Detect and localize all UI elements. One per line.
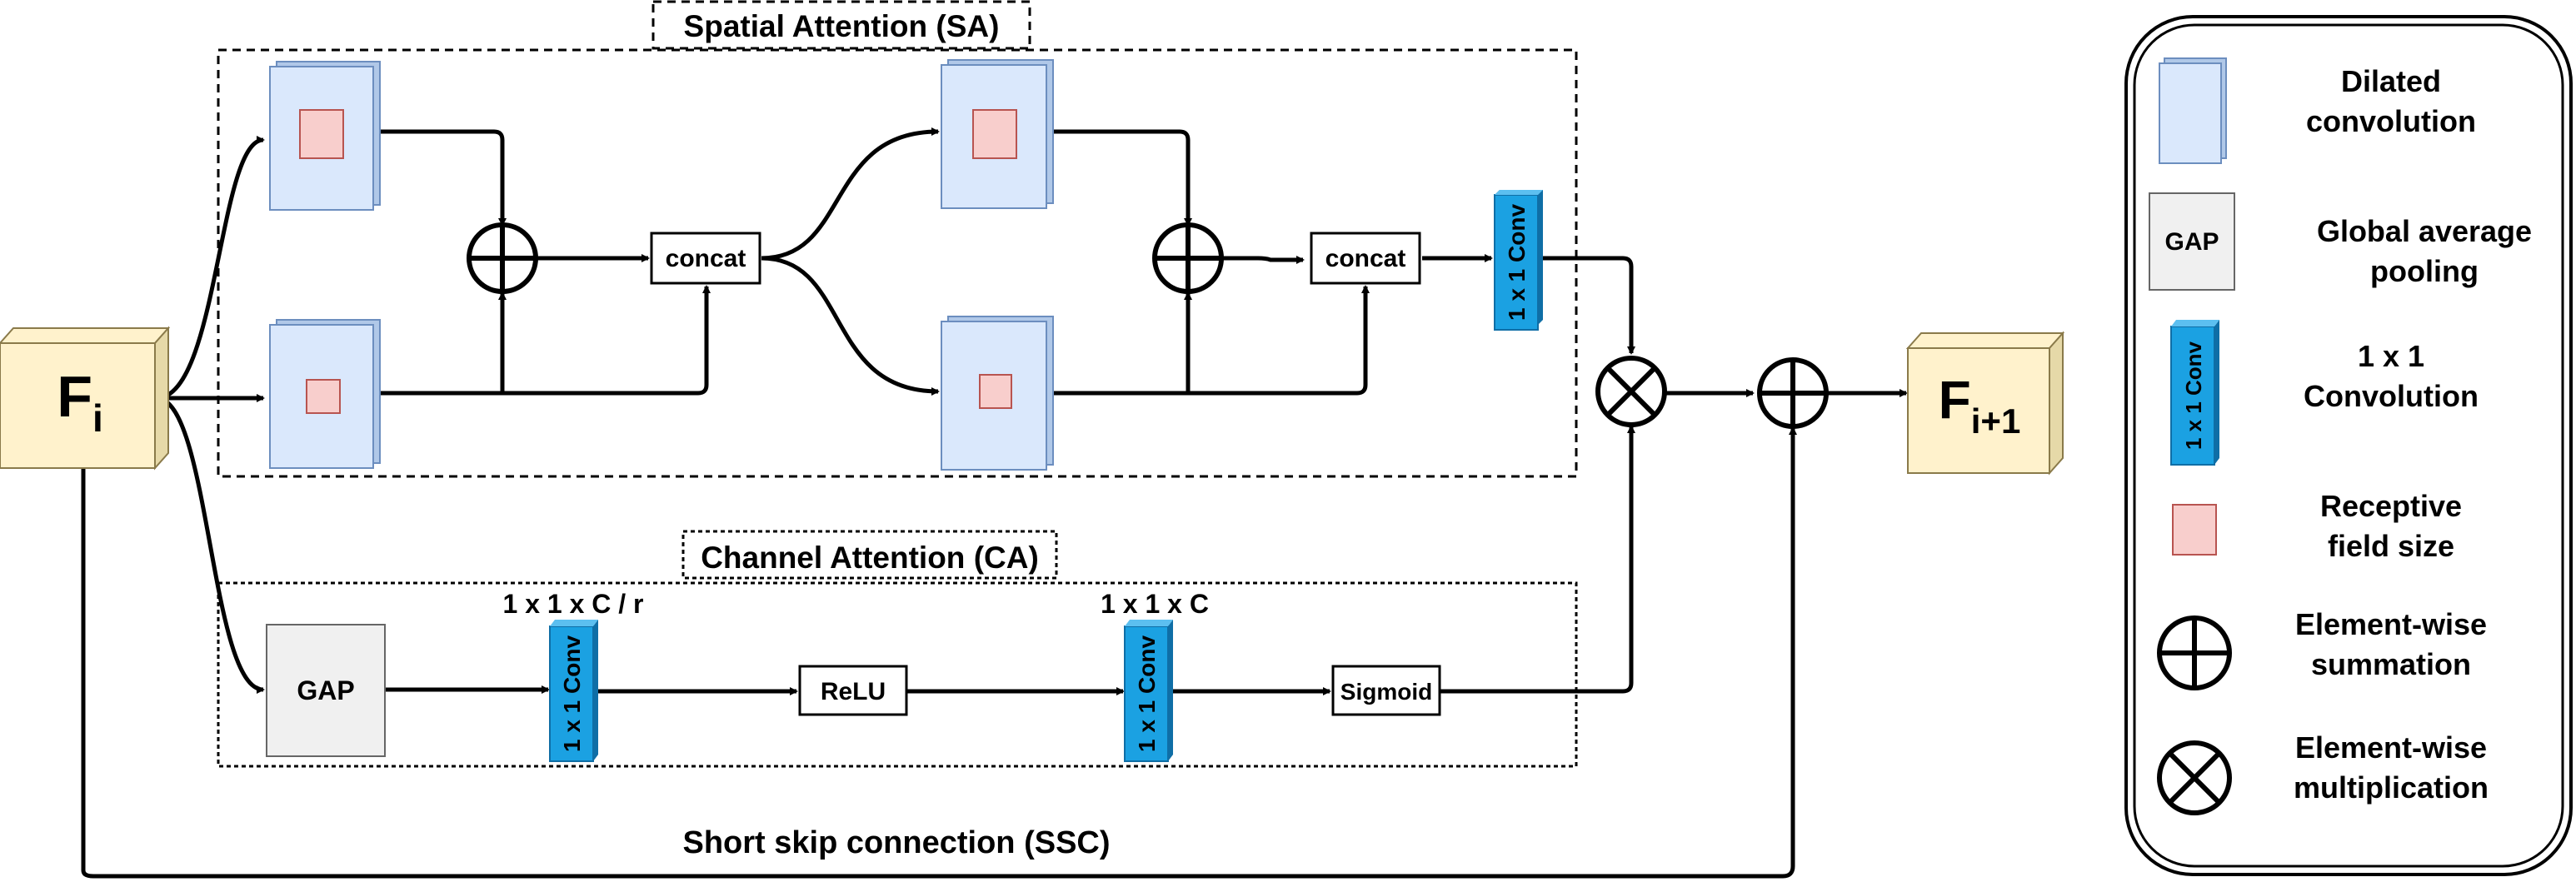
edge-skip-connection	[81, 426, 1797, 879]
spatial-attention-title: Spatial Attention (SA)	[684, 9, 1000, 43]
relu-box: ReLU	[798, 665, 908, 716]
output-feature-subscript: i+1	[1971, 401, 2021, 441]
channel-attention-group: Channel Attention (CA)	[217, 530, 1578, 768]
spatial-attention-group: Spatial Attention (SA)	[217, 0, 1578, 478]
legend-receptive-line1: Receptive	[2320, 489, 2462, 523]
ca-conv-2-dims: 1 x 1 x C	[1101, 589, 1209, 619]
edge-dilated-1-to-sum-1	[380, 129, 507, 227]
legend-dilated-line1: Dilated	[2341, 64, 2441, 98]
ca-conv-2-label: 1 x 1 Conv	[1134, 635, 1160, 752]
edge-dilated-3-to-sum-2	[1053, 129, 1192, 227]
output-feature-label: F	[1939, 370, 1971, 430]
svg-text:Fi: Fi	[57, 364, 103, 440]
concat-label-1: concat	[666, 245, 746, 272]
gap-icon: GAP	[2149, 192, 2235, 291]
legend-dilated-line2: convolution	[2306, 104, 2476, 138]
dilated-convolution-1	[269, 61, 381, 211]
edge-dilated-2-to-sum-1	[380, 292, 507, 396]
edge-sum-2-to-concat-2	[1223, 256, 1305, 264]
dilated-convolution-4	[941, 316, 1054, 471]
ca-conv-1-label: 1 x 1 Conv	[559, 635, 585, 752]
receptive-field-icon	[2172, 504, 2217, 556]
legend-item-dilated: Dilated convolution	[2159, 57, 2476, 164]
sigmoid-label: Sigmoid	[1340, 679, 1432, 705]
legend-gap-icon-text: GAP	[2164, 228, 2219, 256]
sigmoid-box: Sigmoid	[1331, 665, 1441, 716]
edge-sa-conv-to-multiply	[1543, 256, 1635, 355]
receptive-field-small	[979, 374, 1012, 409]
edge-sigmoid-to-multiply	[1440, 425, 1635, 694]
edge-concat-1-to-dilated-3	[761, 127, 940, 261]
gap-box: GAP	[266, 624, 386, 757]
input-feature-block: Fi	[0, 326, 171, 471]
channel-attention-title: Channel Attention (CA)	[701, 541, 1039, 575]
legend: Dilated convolution GAP Global average p…	[2124, 15, 2573, 876]
ca-conv-1x1-first: 1 x 1 Conv	[549, 620, 598, 762]
legend-gap-line1: Global average	[2317, 214, 2532, 248]
dilated-convolution-3	[941, 59, 1054, 209]
sa-conv-label: 1 x 1 Conv	[1504, 204, 1530, 321]
dilated-convolution-2	[269, 319, 381, 469]
concat-box-1: concat	[650, 232, 761, 285]
legend-conv-icon-text: 1 x 1 Conv	[2181, 341, 2206, 450]
summation-icon-2	[1152, 222, 1224, 294]
relu-label: ReLU	[821, 678, 886, 705]
multiplication-icon	[1595, 356, 1667, 427]
receptive-field-large	[972, 109, 1017, 159]
summation-icon-1	[467, 222, 538, 294]
edge-input-to-gap	[156, 396, 265, 694]
legend-conv-line1: 1 x 1	[2358, 339, 2424, 373]
summation-icon-3	[1757, 357, 1829, 429]
legend-conv-line2: Convolution	[2304, 379, 2479, 413]
gap-label: GAP	[297, 675, 354, 705]
multiplication-legend-icon	[2157, 740, 2232, 815]
legend-item-receptive: Receptive field size	[2172, 489, 2462, 563]
legend-item-gap: GAP Global average pooling	[2149, 192, 2532, 291]
conv-1x1-icon: 1 x 1 Conv	[2170, 320, 2219, 466]
connections	[81, 127, 1908, 879]
edge-dilated-2-to-concat-1	[502, 285, 711, 396]
edge-concat-1-to-dilated-4	[761, 256, 940, 396]
legend-summation-line1: Element-wise	[2295, 607, 2487, 641]
ca-conv-1-dims: 1 x 1 x C / r	[503, 589, 644, 619]
receptive-field-large	[299, 109, 344, 159]
legend-gap-line2: pooling	[2370, 254, 2479, 288]
output-feature-block: Fi+1	[1905, 331, 2065, 476]
legend-summation-line2: summation	[2311, 647, 2471, 681]
summation-icon	[2157, 615, 2232, 690]
edge-input-to-dilated-1	[156, 136, 265, 401]
skip-connection-label: Short skip connection (SSC)	[682, 825, 1110, 860]
receptive-field-small	[306, 379, 341, 414]
legend-item-multiplication: Element-wise multiplication	[2157, 730, 2489, 815]
concat-label-2: concat	[1325, 245, 1406, 272]
legend-item-summation: Element-wise summation	[2157, 607, 2487, 690]
legend-multiplication-line2: multiplication	[2294, 770, 2489, 805]
input-feature-subscript: i	[92, 396, 103, 440]
concat-box-2: concat	[1310, 232, 1421, 285]
input-feature-label: F	[57, 364, 92, 429]
svg-text:Fi+1: Fi+1	[1939, 370, 2021, 441]
legend-item-conv: 1 x 1 Conv 1 x 1 Convolution	[2170, 320, 2479, 466]
legend-multiplication-line1: Element-wise	[2295, 730, 2487, 765]
sa-conv-1x1: 1 x 1 Conv	[1494, 190, 1543, 331]
dilated-convolution-icon	[2159, 57, 2227, 164]
edge-dilated-4-to-sum-2	[1053, 292, 1192, 396]
edge-dilated-4-to-concat-2	[1188, 285, 1370, 396]
ca-conv-1x1-second: 1 x 1 Conv	[1124, 620, 1173, 762]
legend-receptive-line2: field size	[2328, 529, 2454, 563]
